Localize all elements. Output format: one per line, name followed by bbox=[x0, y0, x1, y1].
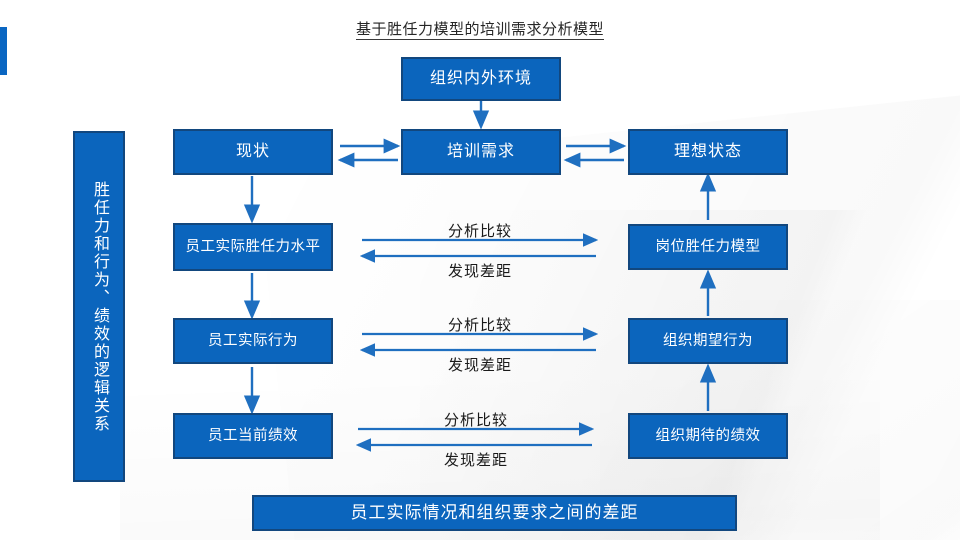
node-actual-competency-label: 员工实际胜任力水平 bbox=[185, 238, 321, 255]
node-position-competency-model[interactable]: 岗位胜任力模型 bbox=[628, 224, 788, 270]
node-expected-performance-label: 组织期待的绩效 bbox=[655, 427, 761, 444]
node-current-performance[interactable]: 员工当前绩效 bbox=[173, 413, 333, 459]
row2-compare-label: 分析比较 bbox=[400, 314, 560, 335]
node-organization-environment-label: 组织内外环境 bbox=[429, 69, 532, 87]
row2-compare-text: 分析比较 bbox=[447, 318, 512, 334]
node-training-need[interactable]: 培训需求 bbox=[401, 129, 561, 175]
node-current-state-label: 现状 bbox=[235, 142, 270, 160]
side-label-competency-logic: 胜任力和行为、绩效的逻辑关系 bbox=[73, 131, 125, 482]
row3-gap-text: 发现差距 bbox=[443, 453, 508, 469]
row2-gap-text: 发现差距 bbox=[447, 358, 512, 374]
node-ideal-state-label: 理想状态 bbox=[673, 142, 742, 160]
node-organization-environment[interactable]: 组织内外环境 bbox=[401, 57, 561, 101]
row3-compare-text: 分析比较 bbox=[443, 413, 508, 429]
row1-compare-text: 分析比较 bbox=[447, 224, 512, 240]
page-title-text: 基于胜任力模型的培训需求分析模型 bbox=[355, 22, 604, 40]
node-actual-behavior[interactable]: 员工实际行为 bbox=[173, 318, 333, 364]
node-training-need-label: 培训需求 bbox=[446, 142, 515, 160]
node-ideal-state[interactable]: 理想状态 bbox=[628, 129, 788, 175]
node-expected-performance[interactable]: 组织期待的绩效 bbox=[628, 413, 788, 459]
node-expected-behavior-label: 组织期望行为 bbox=[663, 332, 753, 349]
node-actual-behavior-label: 员工实际行为 bbox=[208, 332, 298, 349]
row3-compare-label: 分析比较 bbox=[396, 409, 556, 430]
node-bottom-summary[interactable]: 员工实际情况和组织要求之间的差距 bbox=[252, 495, 737, 531]
node-position-competency-model-label: 岗位胜任力模型 bbox=[655, 238, 761, 255]
node-actual-competency[interactable]: 员工实际胜任力水平 bbox=[173, 223, 333, 271]
row1-gap-label: 发现差距 bbox=[400, 260, 560, 281]
node-bottom-summary-label: 员工实际情况和组织要求之间的差距 bbox=[350, 503, 639, 523]
page-title: 基于胜任力模型的培训需求分析模型 bbox=[0, 18, 960, 40]
row1-compare-label: 分析比较 bbox=[400, 220, 560, 241]
node-current-performance-label: 员工当前绩效 bbox=[208, 427, 298, 444]
side-label-text: 胜任力和行为、绩效的逻辑关系 bbox=[91, 180, 108, 433]
node-current-state[interactable]: 现状 bbox=[173, 129, 333, 175]
node-expected-behavior[interactable]: 组织期望行为 bbox=[628, 318, 788, 364]
row2-gap-label: 发现差距 bbox=[400, 354, 560, 375]
row3-gap-label: 发现差距 bbox=[396, 449, 556, 470]
left-edge-accent-bar bbox=[0, 27, 7, 75]
background-texture-1 bbox=[255, 75, 960, 540]
row1-gap-text: 发现差距 bbox=[447, 264, 512, 280]
